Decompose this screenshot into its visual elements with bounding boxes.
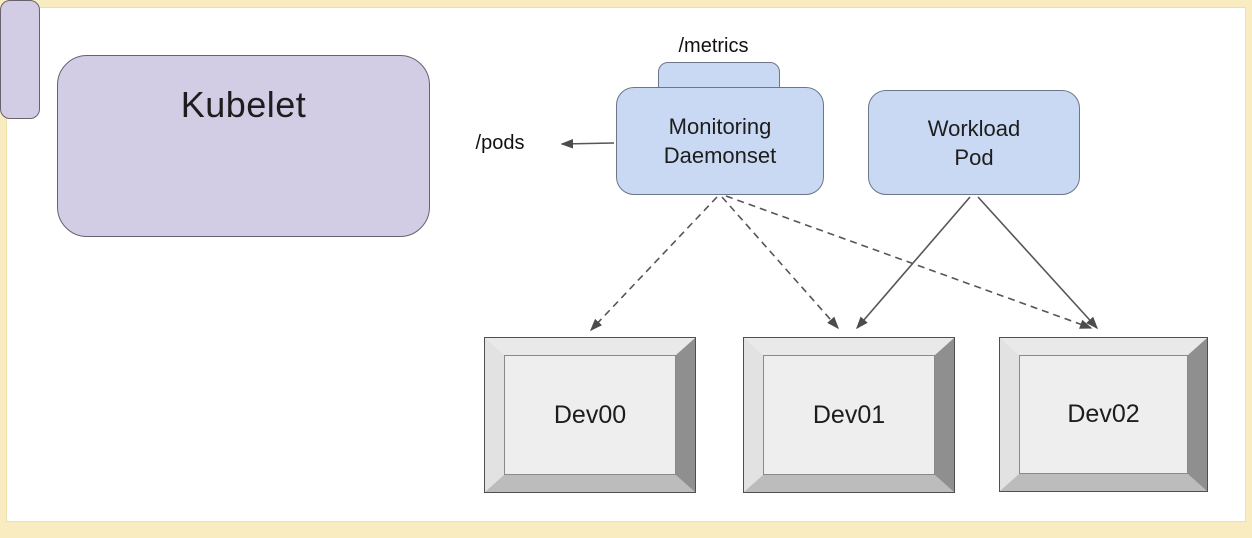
kubelet-port-tab <box>0 0 40 119</box>
monitoring-daemonset-node: Monitoring Daemonset <box>616 87 824 195</box>
device-dev01: Dev01 <box>743 337 955 493</box>
daemonset-label-line1: Monitoring <box>668 114 772 139</box>
metrics-port-label: /metrics <box>678 35 749 57</box>
edge-daemonset-to-dev02 <box>725 195 1093 329</box>
edge-daemonset-to-pods-port <box>560 139 615 149</box>
workload-pod-node: Workload Pod <box>868 90 1080 195</box>
workload-label-line1: Workload <box>927 115 1021 141</box>
edge-daemonset-to-dev00 <box>589 196 718 332</box>
pods-port-label: /pods <box>475 132 525 154</box>
edge-workload-to-dev01 <box>856 196 971 330</box>
device-label: Dev00 <box>553 400 627 429</box>
kubelet-node: Kubelet <box>57 55 430 237</box>
device-dev02: Dev02 <box>999 337 1208 492</box>
kubelet-label: Kubelet <box>180 84 307 125</box>
device-label: Dev01 <box>812 400 886 429</box>
device-label: Dev02 <box>1067 400 1140 428</box>
device-dev00: Dev00 <box>484 337 696 493</box>
workload-label-line2: Pod <box>954 144 994 170</box>
daemonset-label-line2: Daemonset <box>663 143 777 168</box>
edge-daemonset-to-dev01 <box>721 196 839 330</box>
edge-workload-to-dev02 <box>977 196 1099 330</box>
